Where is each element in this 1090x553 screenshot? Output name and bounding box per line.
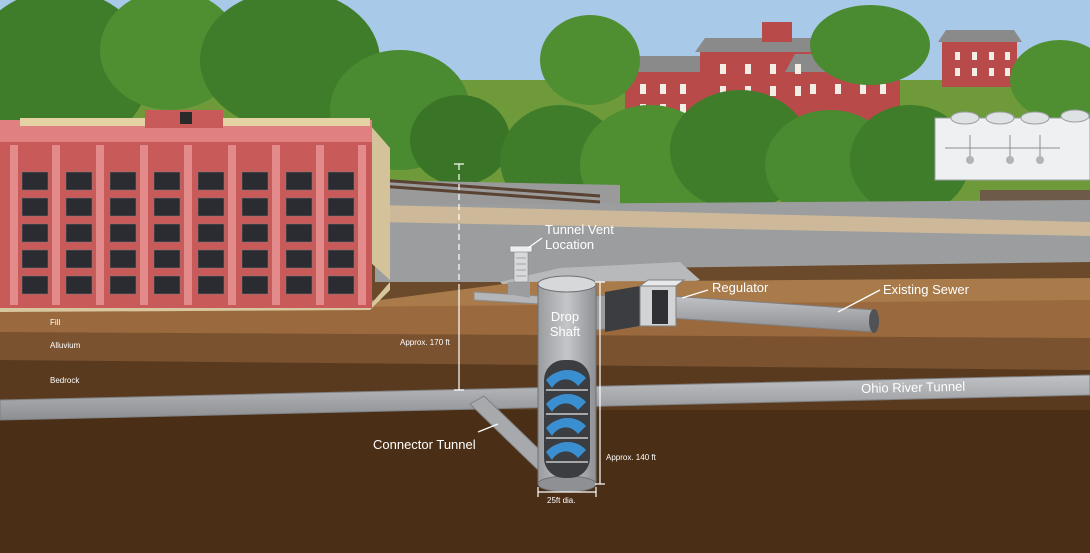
tunnel-vent-icon	[509, 245, 533, 283]
drop-shaft	[537, 275, 597, 493]
diameter-label: 25ft dia.	[547, 496, 576, 505]
bedrock-layer-label: Bedrock	[50, 376, 80, 385]
leader-connector	[477, 423, 499, 433]
existing-sewer-label: Existing Sewer	[883, 282, 969, 297]
drop-shaft-label-line2: Shaft	[549, 324, 581, 339]
drop-shaft-label-line1: Drop	[550, 309, 580, 324]
dimension-total-depth	[454, 163, 464, 391]
connector-tunnel-label: Connector Tunnel	[373, 437, 476, 452]
trees-left	[0, 0, 510, 185]
alluvium-layer-label: Alluvium	[50, 341, 81, 350]
drop-shaft-label: Drop Shaft	[548, 309, 582, 339]
tunnel-vent-label: Tunnel Vent Location	[545, 222, 614, 252]
regulator-label: Regulator	[712, 280, 769, 295]
tunnel-vent-label-line2: Location	[545, 237, 595, 252]
total-depth-label: Approx. 170 ft	[400, 338, 450, 347]
building-windows	[21, 171, 355, 295]
regulator-icon	[605, 279, 686, 332]
ohio-river-tunnel-label: Ohio River Tunnel	[861, 378, 966, 396]
dimension-shaft-depth	[595, 281, 605, 485]
vortex-flow	[546, 369, 586, 460]
leader-sewer	[837, 289, 881, 313]
tunnel-vent-label-line1: Tunnel Vent	[545, 222, 614, 237]
leader-vent	[527, 237, 543, 249]
dimension-diameter	[537, 487, 597, 497]
leader-regulator	[681, 289, 709, 299]
brick-building	[0, 110, 390, 312]
fill-layer-label: Fill	[50, 318, 61, 327]
shaft-depth-label: Approx. 140 ft	[606, 453, 656, 462]
industrial-building	[934, 109, 1090, 181]
